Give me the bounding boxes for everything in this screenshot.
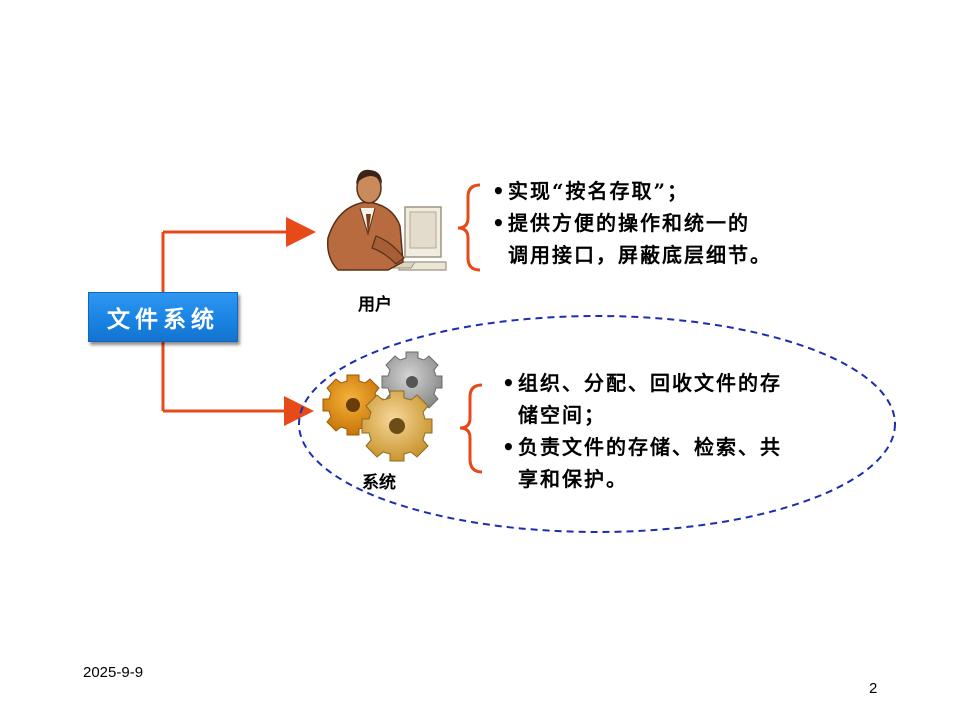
- list-item: •组织、分配、回收文件的存 储空间；: [502, 367, 782, 431]
- bullet: •: [502, 371, 517, 395]
- point-text-continued: 调用接口，屏蔽底层细节。: [508, 243, 772, 267]
- footer-date: 2025-9-9: [83, 664, 144, 681]
- user-label: 用户: [358, 295, 392, 315]
- system-curly-bracket: [459, 383, 483, 474]
- person-at-computer-icon: [326, 169, 447, 271]
- list-item: •负责文件的存储、检索、共 享和保护。: [502, 431, 782, 495]
- user-curly-bracket: [457, 183, 481, 272]
- system-points-list: •组织、分配、回收文件的存 储空间； •负责文件的存储、检索、共 享和保护。: [502, 367, 782, 495]
- list-item: •提供方便的操作和统一的 调用接口，屏蔽底层细节。: [492, 207, 772, 271]
- system-label: 系统: [362, 473, 396, 493]
- point-text: 提供方便的操作和统一的: [508, 211, 750, 235]
- bullet: •: [492, 179, 507, 203]
- file-system-root-box: 文件系统: [88, 292, 238, 342]
- point-text: 负责文件的存储、检索、共: [518, 435, 782, 459]
- page-number: 2: [869, 680, 878, 697]
- list-item: •实现“按名存取”；: [492, 175, 772, 207]
- point-text: 组织、分配、回收文件的存: [518, 371, 782, 395]
- connector-arrows: [161, 217, 316, 426]
- point-text-continued: 享和保护。: [518, 467, 628, 491]
- bullet: •: [502, 435, 517, 459]
- system-dashed-ellipse: [298, 315, 896, 533]
- gears-icon: [322, 351, 443, 462]
- point-text: 实现“按名存取”；: [508, 179, 690, 203]
- point-text-continued: 储空间；: [518, 403, 606, 427]
- user-points-list: •实现“按名存取”； •提供方便的操作和统一的 调用接口，屏蔽底层细节。: [492, 175, 772, 271]
- bullet: •: [492, 211, 507, 235]
